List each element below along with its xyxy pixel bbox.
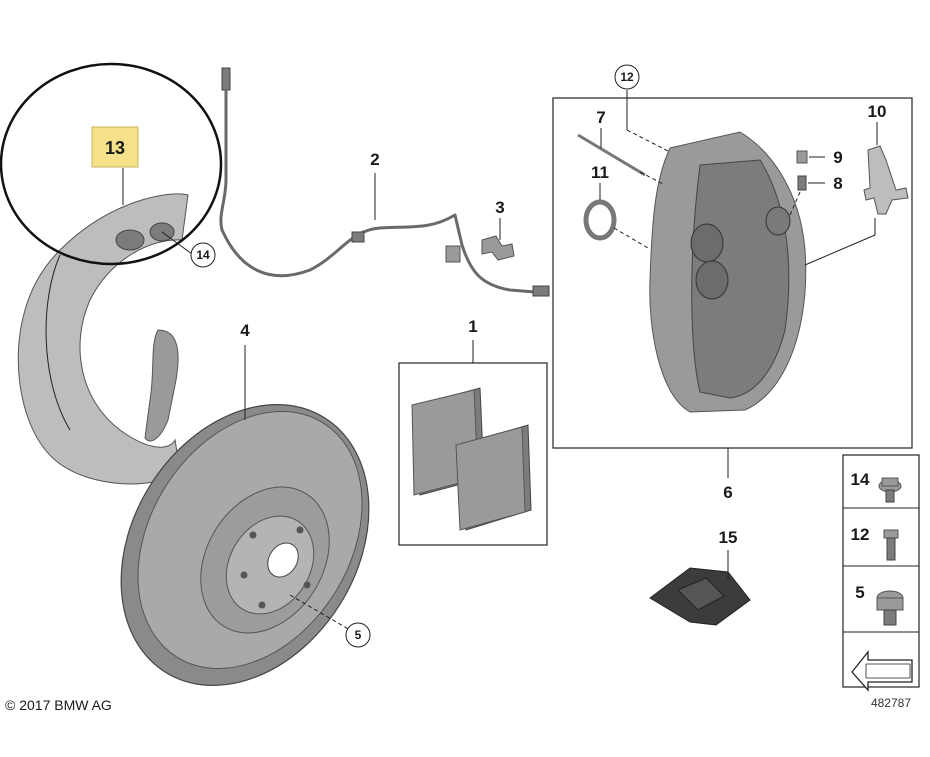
legend-label-12[interactable]: 12 bbox=[851, 525, 870, 544]
label-8[interactable]: 8 bbox=[833, 174, 842, 193]
arrow-icon bbox=[851, 650, 913, 692]
anti-rattle-spring-part[interactable] bbox=[863, 145, 909, 215]
bleeder-screw-part[interactable] bbox=[797, 175, 807, 191]
label-14-circle-text: 14 bbox=[196, 248, 210, 262]
label-4[interactable]: 4 bbox=[240, 321, 250, 340]
label-10[interactable]: 10 bbox=[868, 102, 887, 121]
caliper-box bbox=[552, 97, 913, 449]
label-5-circle-text: 5 bbox=[355, 628, 362, 642]
label-13-text: 13 bbox=[105, 138, 125, 158]
label-3[interactable]: 3 bbox=[495, 198, 504, 217]
seal-ring-part[interactable] bbox=[583, 199, 617, 241]
bolt-14-part[interactable] bbox=[878, 477, 902, 503]
label-14-circle[interactable]: 14 bbox=[190, 242, 216, 268]
label-11[interactable]: 11 bbox=[591, 163, 609, 182]
label-2[interactable]: 2 bbox=[370, 150, 379, 169]
label-9[interactable]: 9 bbox=[833, 148, 842, 167]
grease-packet-part[interactable] bbox=[649, 567, 751, 626]
label-12-circle-text: 12 bbox=[620, 70, 634, 84]
diagram-number: 482787 bbox=[871, 696, 911, 710]
hardware-legend: 14 12 5 bbox=[842, 454, 920, 692]
legend-label-14[interactable]: 14 bbox=[851, 470, 870, 489]
bolt-12-part[interactable] bbox=[883, 529, 899, 561]
label-7[interactable]: 7 bbox=[596, 108, 605, 127]
brake-pads-part[interactable] bbox=[411, 387, 532, 531]
legend-label-5[interactable]: 5 bbox=[855, 583, 864, 602]
label-1[interactable]: 1 bbox=[468, 317, 477, 336]
copyright-text: © 2017 BMW AG bbox=[5, 697, 112, 713]
dust-shield-part[interactable] bbox=[17, 193, 189, 485]
bolt-5-part[interactable] bbox=[876, 590, 904, 626]
clip-part[interactable] bbox=[481, 235, 515, 261]
guide-pin-part[interactable] bbox=[577, 133, 646, 177]
callout-ring bbox=[0, 62, 223, 266]
label-15[interactable]: 15 bbox=[719, 528, 738, 547]
brake-disc-part[interactable] bbox=[71, 358, 420, 731]
label-13[interactable]: 13 bbox=[91, 126, 139, 168]
label-12-circle[interactable]: 12 bbox=[614, 64, 640, 90]
label-6[interactable]: 6 bbox=[723, 483, 732, 502]
brake-caliper-part[interactable] bbox=[649, 131, 807, 413]
label-5-circle[interactable]: 5 bbox=[345, 622, 371, 648]
bleeder-cap-part[interactable] bbox=[796, 150, 808, 164]
wear-sensor-part[interactable] bbox=[219, 67, 550, 297]
